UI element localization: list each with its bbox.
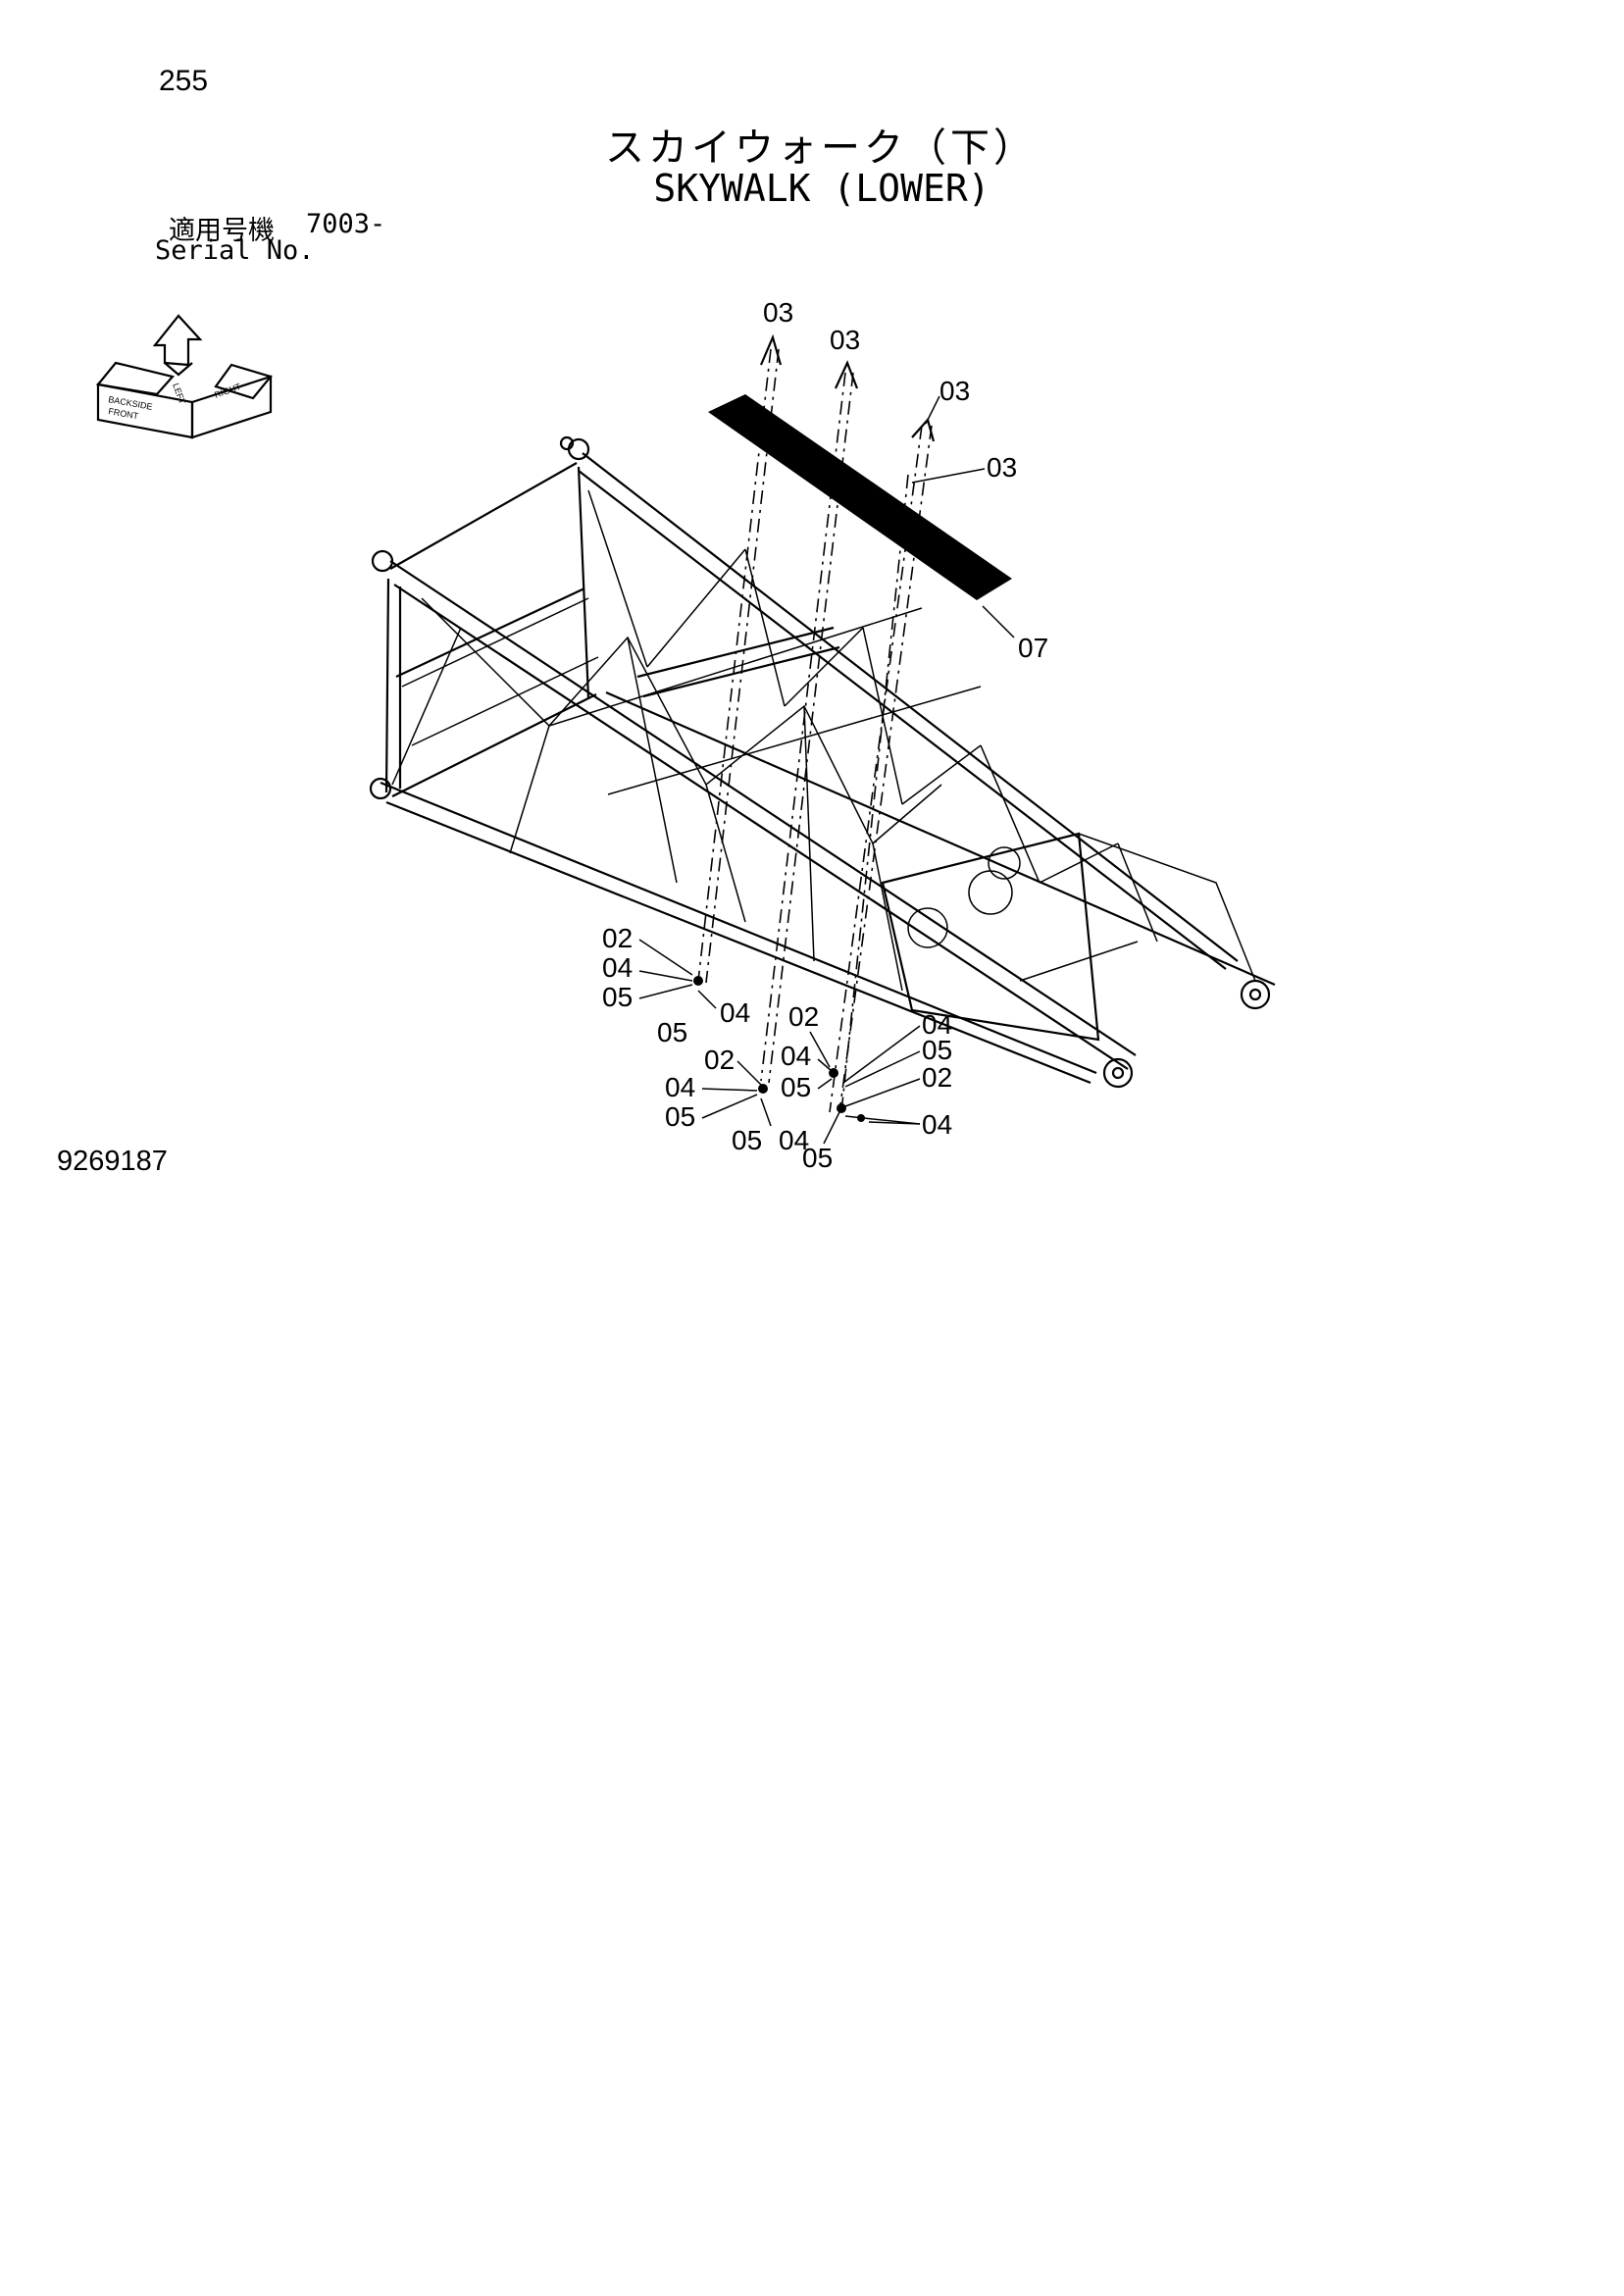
callout-07: 07 (1018, 633, 1048, 663)
callout-04-middle: 04 (665, 1072, 695, 1102)
callout-03-b: 03 (830, 325, 860, 355)
callout-05-right: 05 (781, 1072, 811, 1102)
callout-05-side-b: 05 (802, 1143, 833, 1173)
callout-05-left-b: 05 (657, 1017, 687, 1047)
page-number: 255 (159, 65, 209, 97)
callout-03-d: 03 (987, 452, 1017, 483)
boom-lattice-frame (369, 435, 1276, 1089)
callout-03-a: 03 (763, 297, 793, 328)
callout-05-middle: 05 (665, 1101, 695, 1132)
callout-03-c: 03 (939, 376, 970, 406)
skywalk-plate (708, 394, 1012, 600)
drawing-number: 9269187 (57, 1146, 168, 1177)
callout-02-right: 02 (788, 1001, 819, 1032)
callout-05-side: 05 (922, 1035, 952, 1065)
callout-02-side: 02 (922, 1062, 952, 1093)
callout-04-left: 04 (602, 952, 633, 983)
callout-04-side: 04 (922, 1009, 952, 1040)
serial-label-english: Serial No. (155, 235, 315, 266)
callout-05-left: 05 (602, 982, 633, 1012)
callout-04-side-b: 04 (922, 1109, 952, 1140)
serial-value: 7003- (306, 209, 386, 239)
callout-04-right: 04 (781, 1041, 811, 1071)
boom-orientation-icon: BACKSIDE FRONT LEFT RIGHT (95, 314, 273, 439)
serial-label-japanese: 適用号機 (169, 216, 275, 246)
page-title-english: SKYWALK (LOWER) (653, 167, 990, 210)
svg-text:LEFT: LEFT (171, 382, 187, 406)
callout-02-middle: 02 (704, 1045, 735, 1075)
callout-02-left: 02 (602, 923, 633, 953)
assembly-lines (697, 333, 936, 1113)
callout-05-middle-b: 05 (732, 1125, 762, 1155)
page-title-japanese: スカイウォーク（下） (605, 126, 1037, 171)
callout-04-left-b: 04 (720, 997, 750, 1028)
callout-04-middle-b: 04 (779, 1125, 809, 1155)
